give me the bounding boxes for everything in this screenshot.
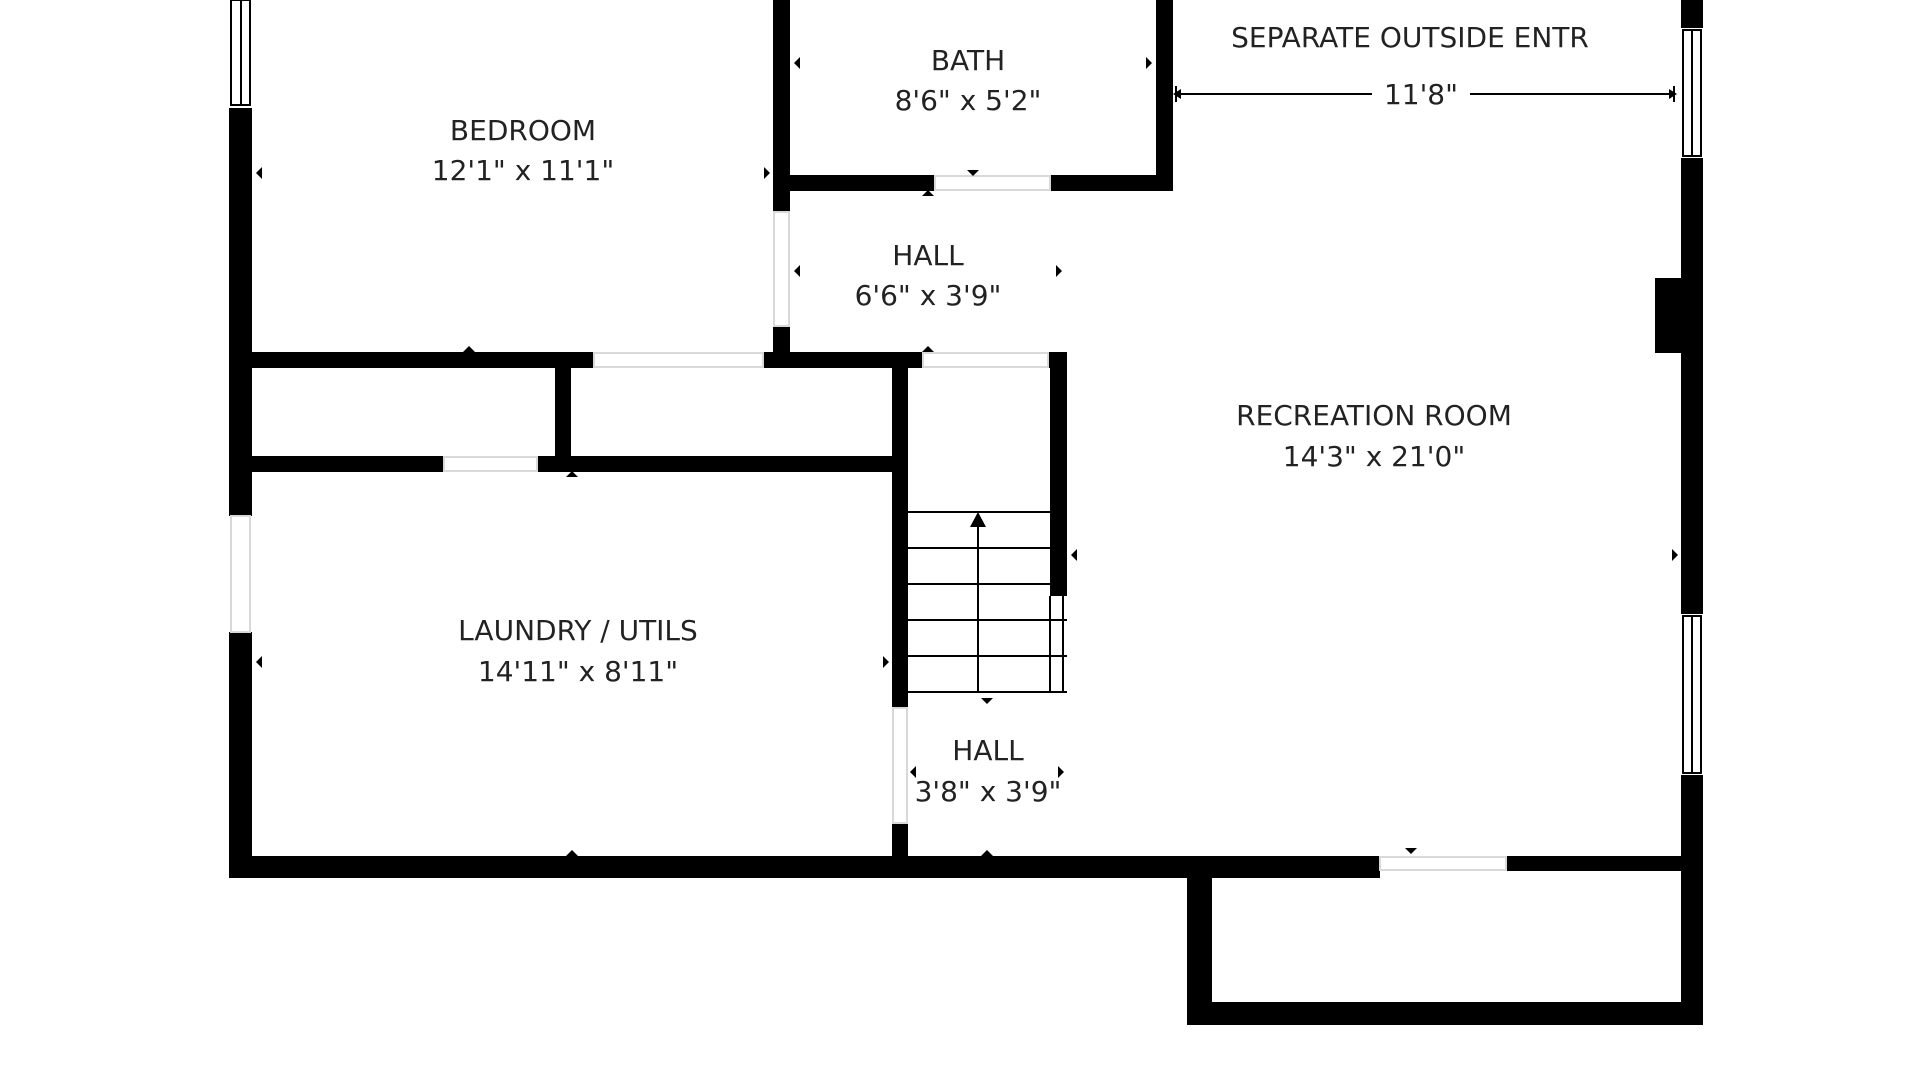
wall-left-lower	[229, 632, 252, 878]
bath-name: BATH	[931, 44, 1005, 77]
wall-bedroom-bath	[773, 0, 790, 212]
wall-stair-right	[1050, 352, 1067, 596]
bath-size: 8'6" x 5'2"	[895, 84, 1042, 117]
door-laundry-hall	[892, 707, 908, 824]
bedroom-size: 12'1" x 11'1"	[432, 154, 614, 187]
wall-right-mid	[1681, 158, 1703, 614]
hall-upper-name: HALL	[892, 239, 964, 272]
recreation-room-size: 14'3" x 21'0"	[1283, 440, 1465, 473]
recreation-room-name: RECREATION ROOM	[1236, 399, 1512, 432]
door-stair-top	[922, 352, 1049, 368]
measure-ticks	[256, 57, 1678, 856]
stairs-up-arrow-icon	[970, 512, 986, 527]
room-labels: BEDROOM 12'1" x 11'1" BATH 8'6" x 5'2" H…	[432, 21, 1589, 808]
wall-bath-bottom-right	[1050, 175, 1173, 191]
separate-entry-size: 11'8"	[1384, 78, 1458, 111]
laundry-name: LAUNDRY / UTILS	[458, 614, 698, 647]
dimension-arrow-icon	[1173, 89, 1181, 99]
doors	[230, 175, 1507, 871]
door-hall-upper-left	[773, 211, 790, 327]
hall-upper-size: 6'6" x 3'9"	[855, 279, 1002, 312]
annex-bottom	[1187, 1002, 1703, 1025]
door-left-exterior	[230, 515, 251, 633]
separate-entry-name: SEPARATE OUTSIDE ENTR	[1231, 21, 1589, 54]
wall-bottom-main	[229, 856, 1380, 878]
door-closet	[443, 456, 538, 472]
hall-lower-name: HALL	[952, 734, 1024, 767]
wall-stair-left	[892, 352, 908, 708]
wall-bottom-right	[1506, 856, 1685, 871]
entry-dimension	[1173, 86, 1677, 102]
chimney	[1655, 278, 1689, 353]
door-bedroom	[593, 352, 764, 368]
walls	[229, 0, 1703, 1025]
wall-closet-bottom-right	[537, 456, 908, 472]
wall-closet-bottom-left	[229, 456, 444, 472]
wall-right-low	[1681, 775, 1703, 1020]
annex-left	[1187, 868, 1212, 1023]
wall-laundry-right-bottom	[892, 823, 908, 863]
stairs	[908, 511, 1067, 693]
wall-bath-right	[1156, 0, 1173, 190]
wall-right-top	[1681, 0, 1703, 28]
bedroom-name: BEDROOM	[450, 114, 596, 147]
door-annex	[1379, 856, 1507, 871]
wall-bedroom-bottom-left	[229, 352, 594, 368]
wall-closet-divider	[555, 352, 571, 472]
hall-lower-size: 3'8" x 3'9"	[915, 775, 1062, 808]
windows	[230, 0, 1702, 774]
wall-left-upper	[229, 108, 252, 516]
wall-bath-bottom-left	[773, 175, 935, 191]
laundry-size: 14'11" x 8'11"	[478, 655, 678, 688]
door-bath	[934, 175, 1051, 191]
wall-bedroom-bottom-right	[763, 352, 923, 368]
